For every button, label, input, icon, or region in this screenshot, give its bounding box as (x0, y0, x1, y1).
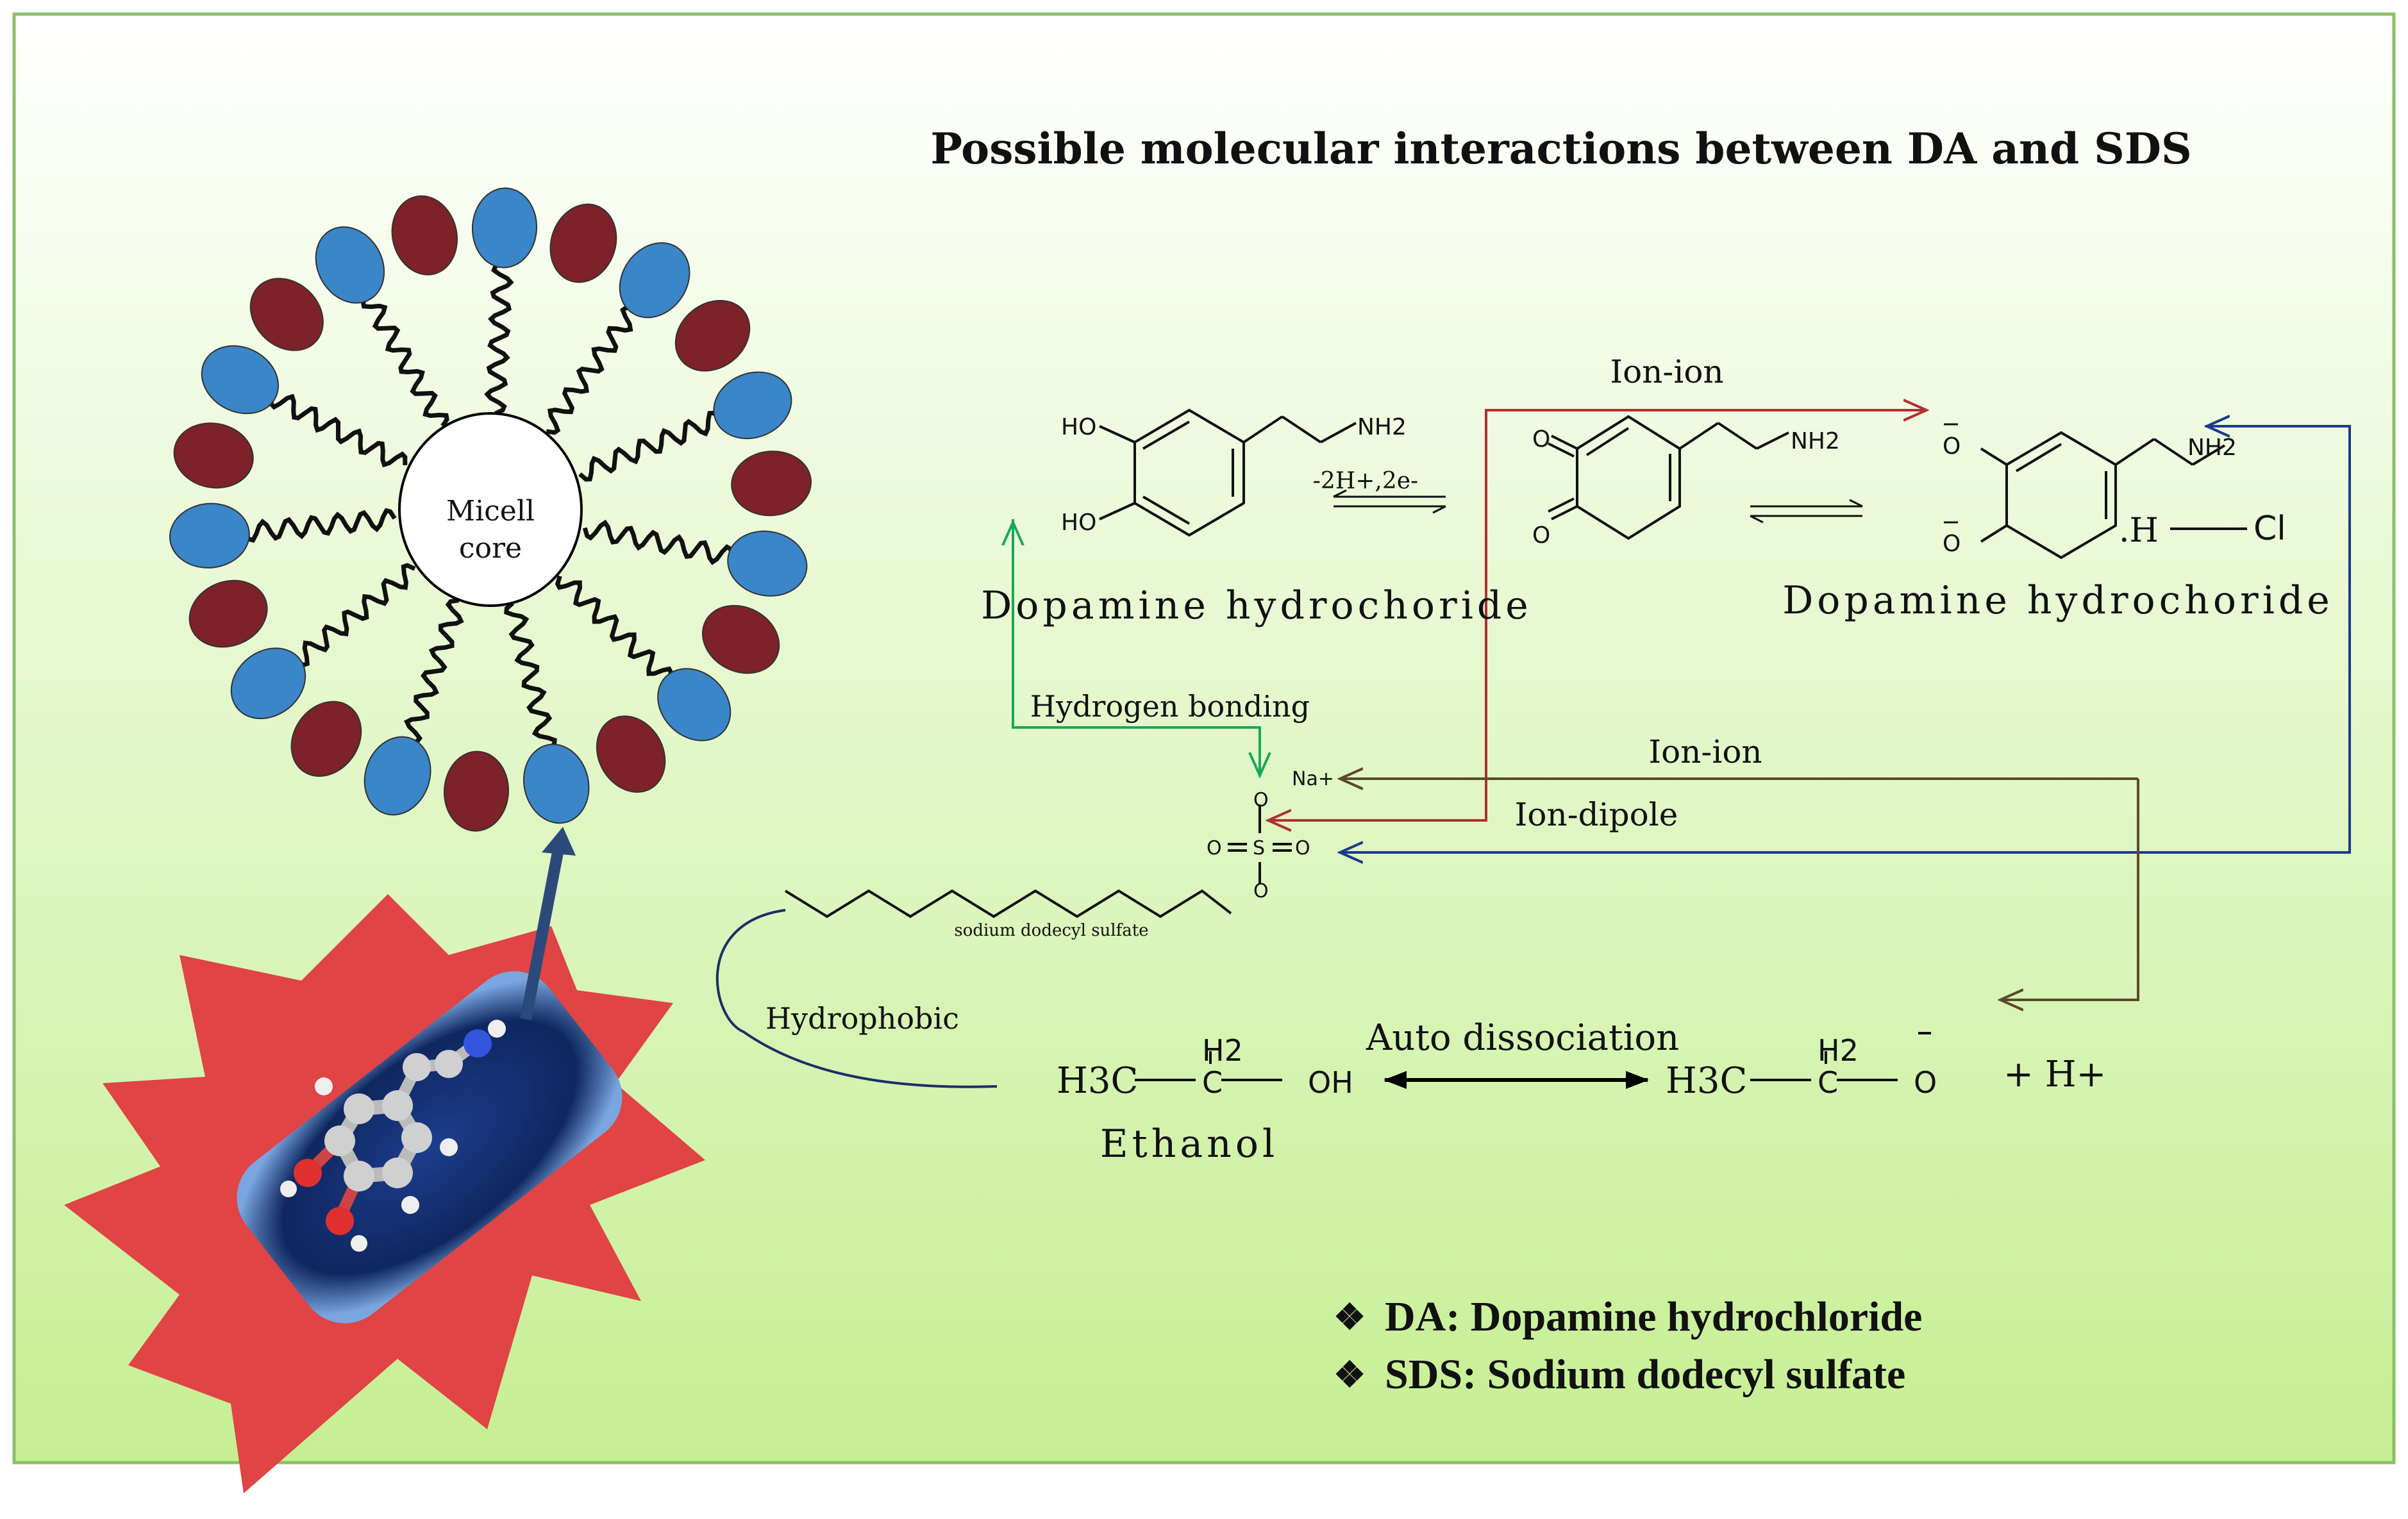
atom-s: S (1253, 837, 1265, 859)
micelle-heads (169, 187, 812, 832)
atom-o-sulfate-right: O (1295, 837, 1310, 859)
micelle-head (364, 736, 431, 816)
micelle-head (391, 195, 458, 276)
legend-item-sds-text: SDS: Sodium dodecyl sulfate (1385, 1351, 1906, 1398)
molecule-capsule (237, 971, 623, 1324)
atom-o-sulfate-top: O (1253, 789, 1269, 811)
atom-o-ethoxide: O (1914, 1065, 1937, 1100)
micelle-core-label-2: core (459, 532, 522, 565)
atom-o-minus-lower: O (1943, 531, 1961, 557)
micelle-tail (555, 575, 674, 681)
atom-h2-left: H2 (1202, 1033, 1243, 1068)
micelle: Micell core (169, 187, 812, 832)
micelle-head (290, 701, 362, 777)
micelle-head (443, 751, 510, 832)
micelle-tails (242, 261, 735, 752)
atom-nh2-middle: NH2 (1791, 428, 1840, 454)
hydrogen-bonding-label: Hydrogen bonding (1030, 689, 1310, 724)
micelle-head (315, 226, 385, 304)
micelle-tail (360, 294, 449, 427)
atom-c-left: C (1202, 1065, 1223, 1100)
ethanol-name: Ethanol (1100, 1122, 1278, 1166)
atom-h2-right: H2 (1818, 1033, 1859, 1068)
atom-h3c-left: H3C (1057, 1060, 1138, 1102)
micelle-head (188, 579, 268, 648)
dopamine-structure-left (1099, 408, 1357, 537)
atom-o-sulfate-left: O (1207, 837, 1222, 859)
diagram-title: Possible molecular interactions between … (930, 124, 2191, 174)
micelle-tail (242, 508, 397, 543)
capsule-arrow (520, 851, 564, 1020)
atom-na: Na+ (1292, 768, 1334, 790)
dopamine-left-name: Dopamine hydrochoride (981, 583, 1532, 628)
ion-ion-mid-label: Ion-ion (1648, 733, 1762, 770)
dopamine-3d-model (280, 1020, 506, 1252)
micelle-head (619, 242, 690, 319)
ion-dipole-label: Ion-dipole (1515, 796, 1678, 833)
atom-nh2-left: NH2 (1357, 414, 1407, 440)
micelle-head (169, 502, 250, 569)
dopamine-right-name: Dopamine hydrochoride (1782, 578, 2334, 623)
micelle-tail (504, 601, 557, 752)
hcl-cl-label: Cl (2253, 510, 2286, 548)
atom-o-lower: O (1532, 522, 1550, 549)
micelle-tail (582, 519, 735, 565)
hydrophobic-curve (715, 909, 998, 1088)
atom-o-minus-upper: O (1943, 433, 1961, 460)
diamond-bullet-icon: ❖ (1334, 1355, 1366, 1395)
hydrophobic-label: Hydrophobic (765, 1001, 959, 1036)
micelle-head (201, 345, 280, 415)
micelle-head (713, 371, 792, 440)
micelle-head (727, 530, 808, 597)
micelle-head (173, 422, 254, 489)
redox-label: -2H+,2e- (1313, 468, 1418, 494)
micelle-head (657, 668, 732, 742)
micelle-head (249, 278, 324, 351)
atom-ho-upper: HO (1061, 414, 1096, 440)
micelle-tail (546, 305, 635, 435)
micelle-head (523, 743, 590, 824)
hcl-h-label: .H (2119, 511, 2159, 550)
atom-o-upper: O (1532, 426, 1550, 452)
legend-item-da-text: DA: Dopamine hydrochloride (1385, 1293, 1923, 1340)
ion-ion-top-label: Ion-ion (1610, 353, 1723, 390)
atom-oh: OH (1308, 1065, 1353, 1100)
atom-ho-lower: HO (1061, 510, 1096, 536)
micelle-tail (484, 261, 514, 416)
atom-o-sulfate-bottom: O (1253, 880, 1269, 902)
ethanol-structure (1135, 1032, 1931, 1081)
quinone-structure (1548, 415, 1789, 540)
atom-h3c-right: H3C (1666, 1060, 1747, 1102)
micelle-core-label-1: Micell (446, 495, 535, 527)
micelle-head (674, 299, 751, 372)
micelle-tail (578, 410, 722, 482)
auto-dissociation-label: Auto dissociation (1366, 1017, 1679, 1059)
sds-name-label: sodium dodecyl sulfate (954, 921, 1148, 940)
proton-label: + H+ (2003, 1054, 2106, 1095)
sds-structure (784, 804, 1292, 918)
micelle-head (230, 647, 306, 720)
capsule-arrow-head (542, 827, 576, 856)
micelle-head (701, 604, 780, 674)
atom-c-right: C (1818, 1065, 1838, 1100)
micelle-head (549, 203, 617, 283)
micelle-head (471, 187, 538, 269)
micelle-head (731, 451, 812, 517)
ion-ion-brown-arrow (2000, 779, 2139, 1000)
micelle-tail (404, 598, 464, 745)
micelle-tail (295, 563, 416, 668)
diamond-bullet-icon: ❖ (1334, 1297, 1366, 1338)
micelle-tail (269, 394, 408, 468)
micelle-core (398, 412, 583, 607)
micelle-head (596, 715, 666, 793)
legend-item-sds: ❖ SDS: Sodium dodecyl sulfate (1334, 1346, 1922, 1404)
dopamine-structure-right (1980, 431, 2247, 560)
legend: ❖ DA: Dopamine hydrochloride ❖ SDS: Sodi… (1334, 1288, 1922, 1404)
atom-nh2-right: NH2 (2187, 435, 2237, 461)
legend-item-da: ❖ DA: Dopamine hydrochloride (1334, 1288, 1922, 1346)
